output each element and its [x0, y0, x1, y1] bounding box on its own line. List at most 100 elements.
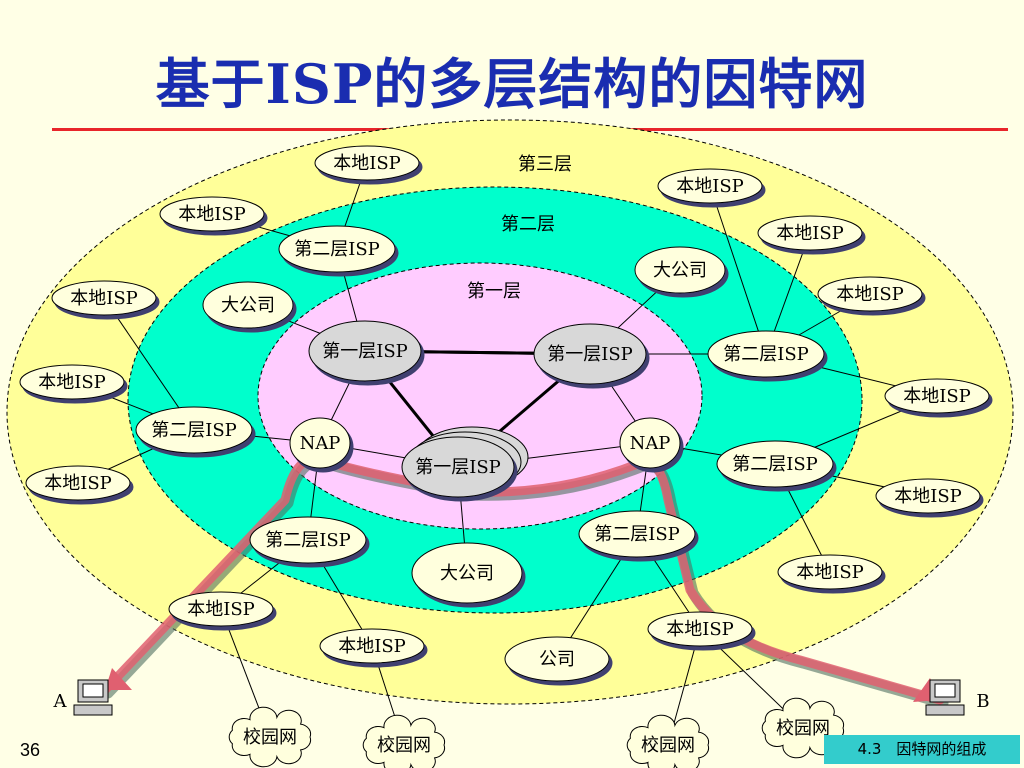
- node-label: 第二层ISP: [151, 420, 237, 441]
- node-label: 公司: [539, 649, 575, 670]
- node-l12: 本地ISP: [168, 591, 274, 627]
- node-c3: 大公司: [411, 542, 523, 604]
- node-shape: [504, 636, 610, 682]
- node-shape: [249, 516, 367, 564]
- node-label: 本地ISP: [796, 562, 864, 583]
- page-title: 基于ISP的多层结构的因特网: [155, 52, 869, 116]
- page-number: 36: [20, 740, 41, 760]
- node-c1: 大公司: [202, 281, 294, 329]
- node-shape: [757, 215, 863, 251]
- node-label: 第二层ISP: [594, 524, 680, 545]
- endpoint-a-label: A: [53, 691, 68, 712]
- route-arrowhead-a: [105, 668, 132, 690]
- node-l11: 本地ISP: [777, 554, 883, 590]
- node-label: 大公司: [653, 260, 707, 281]
- node-k3: 校园网: [626, 714, 710, 768]
- node-l9: 本地ISP: [25, 465, 131, 501]
- section-footer: 4.3 因特网的组成: [824, 735, 1020, 764]
- node-shape: [19, 364, 125, 400]
- node-l4: 本地ISP: [757, 215, 863, 251]
- node-label: 本地ISP: [836, 284, 904, 305]
- node-s3: 第二层ISP: [135, 406, 253, 454]
- node-l13: 本地ISP: [319, 628, 425, 664]
- campus-cloud-shape: [761, 697, 845, 759]
- node-l14: 本地ISP: [647, 611, 753, 647]
- node-label: 大公司: [221, 295, 275, 316]
- node-shape: [401, 436, 515, 498]
- node-shape: [657, 168, 763, 204]
- node-k1: 校园网: [228, 706, 312, 768]
- node-l10: 本地ISP: [875, 478, 981, 514]
- node-s6: 第二层ISP: [578, 510, 696, 558]
- node-label: 本地ISP: [776, 223, 844, 244]
- node-label: 本地ISP: [44, 473, 112, 494]
- node-label: 大公司: [440, 563, 494, 584]
- node-shape: [314, 145, 420, 181]
- node-l7: 本地ISP: [19, 364, 125, 400]
- campus-cloud-shape: [362, 714, 446, 768]
- node-shape: [875, 478, 981, 514]
- node-label: 第一层ISP: [415, 457, 501, 478]
- node-label: 本地ISP: [38, 372, 106, 393]
- node-shape: [707, 330, 825, 378]
- node-label: 本地ISP: [903, 386, 971, 407]
- node-l8: 本地ISP: [884, 378, 990, 414]
- node-s4: 第二层ISP: [716, 440, 834, 488]
- node-shape: [411, 542, 523, 604]
- node-shape: [159, 196, 265, 232]
- node-s1: 第二层ISP: [278, 225, 396, 273]
- node-label: 本地ISP: [894, 486, 962, 507]
- node-shape: [619, 417, 681, 469]
- node-label: 校园网: [641, 735, 695, 756]
- node-k4: 校园网: [761, 697, 845, 759]
- node-n2: NAP: [619, 417, 681, 469]
- node-shape: [533, 323, 647, 385]
- node-label: 本地ISP: [676, 176, 744, 197]
- computer-icon-b: [925, 679, 965, 716]
- node-label: 本地ISP: [333, 153, 401, 174]
- node-shape: [777, 554, 883, 590]
- campus-cloud-shape: [228, 706, 312, 768]
- node-label: 第二层ISP: [265, 530, 351, 551]
- node-shape: [278, 225, 396, 273]
- node-label: 本地ISP: [338, 636, 406, 657]
- link-l3-s2: [709, 185, 767, 355]
- node-shape: [25, 465, 131, 501]
- node-label: 校园网: [243, 727, 297, 748]
- node-shape: [202, 281, 294, 329]
- node-label: 第一层ISP: [547, 344, 633, 365]
- endpoint-b-label: B: [976, 691, 989, 712]
- node-label: 本地ISP: [187, 599, 255, 620]
- node-f3: 第一层ISP: [401, 426, 529, 498]
- node-label: 第二层ISP: [723, 344, 809, 365]
- node-s5: 第二层ISP: [249, 516, 367, 564]
- node-l3: 本地ISP: [657, 168, 763, 204]
- node-label: 本地ISP: [70, 288, 138, 309]
- node-l5: 本地ISP: [51, 280, 157, 316]
- tier1-label: 第一层: [467, 281, 521, 302]
- node-shape: [168, 591, 274, 627]
- node-shape: [578, 510, 696, 558]
- node-s2: 第二层ISP: [707, 330, 825, 378]
- campus-cloud-shape: [626, 714, 710, 768]
- tier3-label: 第三层: [518, 154, 572, 175]
- node-label: NAP: [630, 433, 671, 454]
- node-l1: 本地ISP: [314, 145, 420, 181]
- node-c2: 大公司: [634, 246, 726, 294]
- node-l6: 本地ISP: [817, 276, 923, 312]
- node-label: 校园网: [776, 718, 830, 739]
- node-l2: 本地ISP: [159, 196, 265, 232]
- node-label: 本地ISP: [666, 619, 734, 640]
- computer-icon-a: [73, 679, 113, 716]
- network-nodes: 本地ISP 本地ISP 本地ISP 本地ISP 本地ISP 本地ISP 本地ISP 本地ISP…: [19, 145, 990, 768]
- node-k2: 校园网: [362, 714, 446, 768]
- node-label: 第二层ISP: [294, 239, 380, 260]
- node-label: NAP: [300, 433, 341, 454]
- node-shape: [135, 406, 253, 454]
- node-label: 校园网: [377, 735, 431, 756]
- node-f1: 第一层ISP: [308, 320, 422, 382]
- node-shape: [51, 280, 157, 316]
- node-label: 第二层ISP: [732, 454, 818, 475]
- node-n1: NAP: [289, 417, 351, 469]
